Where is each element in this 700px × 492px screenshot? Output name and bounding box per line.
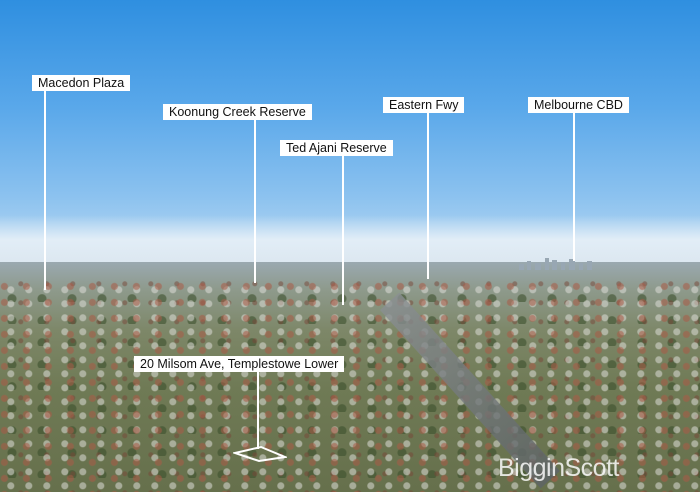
horizon-haze — [0, 215, 700, 270]
property-pointer — [257, 371, 259, 449]
property-outline-marker — [233, 445, 287, 463]
koonung-creek-pointer — [254, 119, 256, 283]
label-property-address: 20 Milsom Ave, Templestowe Lower — [134, 356, 345, 372]
melbourne-cbd-pointer — [573, 111, 575, 261]
label-melbourne-cbd: Melbourne CBD — [528, 97, 629, 113]
ted-ajani-pointer — [342, 155, 344, 305]
cbd-skyline — [515, 258, 600, 270]
label-eastern-fwy: Eastern Fwy — [383, 97, 465, 113]
label-ted-ajani-reserve: Ted Ajani Reserve — [280, 140, 393, 156]
house-roofs — [0, 280, 700, 492]
macedon-plaza-pointer — [44, 90, 46, 290]
eastern-fwy-pointer — [427, 111, 429, 279]
label-koonung-creek-reserve: Koonung Creek Reserve — [163, 104, 312, 120]
brand-watermark: BigginScott — [498, 454, 619, 482]
label-macedon-plaza: Macedon Plaza — [32, 75, 131, 91]
